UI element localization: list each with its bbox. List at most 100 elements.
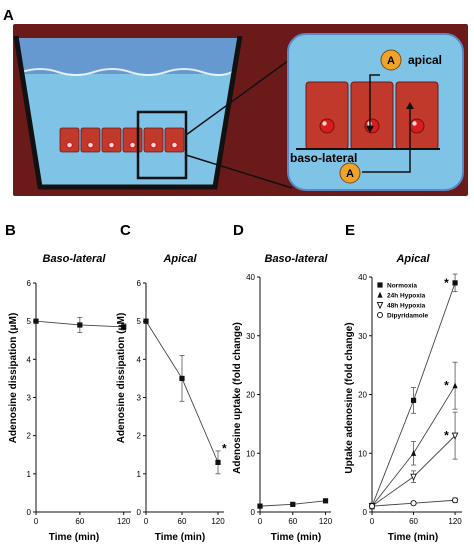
chart-e-title: Apical: [395, 253, 430, 265]
basolateral-adenosine-token: [339, 162, 361, 184]
y-tick-label: 3: [137, 394, 142, 403]
basolateral-label: baso-lateral: [290, 151, 357, 165]
chart-b-ylabel: Adenosine dissipation (μM): [8, 313, 19, 444]
data-point: [257, 503, 263, 509]
large-cell-monolayer: [305, 81, 439, 150]
large-cell-nucleus: [319, 118, 335, 134]
significance-star: *: [444, 429, 449, 443]
y-tick-label: 4: [27, 355, 32, 364]
x-tick-label: 120: [211, 517, 225, 526]
panel-label-d: D: [233, 222, 244, 239]
data-point: [33, 318, 39, 324]
small-cell: [101, 127, 122, 153]
y-tick-label: 1: [137, 470, 142, 479]
x-tick-label: 60: [409, 517, 418, 526]
small-cell-monolayer: [59, 127, 185, 153]
y-tick-label: 4: [137, 355, 142, 364]
y-tick-label: 10: [246, 449, 255, 458]
chart-e-ylabel: Uptake adenosine (fold change): [344, 322, 355, 473]
data-point: [451, 432, 459, 440]
data-point: [376, 311, 384, 319]
significance-star: *: [444, 379, 449, 393]
small-cell: [143, 127, 164, 153]
data-point: [410, 473, 417, 482]
transwell-top-medium: [16, 38, 238, 74]
panel-label-a: A: [3, 7, 14, 24]
chart-d: Baso-lateral Adenosine uptake (fold chan…: [232, 253, 333, 543]
data-point: [290, 501, 296, 507]
data-point: [215, 459, 221, 465]
x-tick-label: 0: [34, 517, 39, 526]
significance-star: *: [444, 276, 449, 290]
x-tick-label: 120: [319, 517, 333, 526]
data-point: [376, 301, 384, 310]
data-point: [77, 322, 83, 328]
y-tick-label: 30: [358, 332, 367, 341]
apical-label: apical: [408, 53, 442, 67]
y-tick-label: 20: [246, 391, 255, 400]
y-tick-label: 20: [358, 391, 367, 400]
chart-c-title: Apical: [162, 253, 197, 265]
chart-c-xlabel: Time (min): [155, 532, 205, 543]
y-tick-label: 6: [27, 279, 32, 288]
small-cell-nucleus: [149, 141, 158, 149]
y-tick-label: 10: [358, 449, 367, 458]
y-tick-label: 3: [27, 394, 32, 403]
legend-entry: Normoxia: [387, 283, 417, 290]
data-point: [179, 375, 185, 382]
large-cell: [395, 81, 439, 150]
y-tick-label: 5: [137, 317, 142, 326]
data-point: [377, 291, 383, 298]
apical-adenosine-token: [380, 49, 402, 71]
y-tick-label: 5: [27, 317, 32, 326]
chart-c: Apical Adenosine dissipation (μM) Time (…: [116, 253, 227, 543]
basolateral-adenosine-token-label: A: [346, 168, 354, 180]
apical-uptake-arrow: [369, 74, 380, 130]
data-point: [410, 500, 417, 507]
panel-label-c: C: [120, 222, 131, 239]
y-tick-label: 30: [246, 332, 255, 341]
zoom-line-top: [185, 57, 293, 136]
basolateral-arrowhead: [406, 102, 414, 109]
small-cell-nucleus: [86, 141, 95, 149]
legend-entry: 48h Hypoxia: [387, 303, 426, 310]
chart-d-title: Baso-lateral: [265, 253, 329, 265]
large-cell-nucleus: [409, 118, 425, 134]
x-tick-label: 60: [178, 517, 187, 526]
data-point: [452, 497, 459, 504]
data-point: [410, 397, 417, 403]
zoom-inset: A A apical baso-lateral: [287, 33, 464, 191]
x-tick-label: 60: [75, 517, 84, 526]
chart-e: Apical Uptake adenosine (fold change) Ti…: [344, 253, 462, 543]
chart-b-xlabel: Time (min): [49, 532, 99, 543]
data-point: [322, 498, 329, 504]
data-point: [143, 318, 149, 324]
nucleus-highlight: [412, 121, 417, 126]
x-tick-label: 0: [258, 517, 263, 526]
panel-label-e: E: [345, 222, 355, 239]
small-cell-nucleus: [107, 141, 116, 149]
zoom-line-bottom: [185, 154, 293, 189]
y-tick-label: 40: [358, 273, 367, 282]
transwell-insert: [13, 35, 293, 190]
x-tick-label: 0: [370, 517, 375, 526]
y-tick-label: 2: [137, 432, 142, 441]
small-cell-nucleus: [65, 141, 74, 149]
y-tick-label: 2: [27, 432, 32, 441]
large-cell: [305, 81, 349, 150]
chart-d-ylabel: Adenosine uptake (fold change): [232, 322, 243, 474]
small-cell-nucleus: [128, 141, 137, 149]
chart-e-xlabel: Time (min): [388, 532, 438, 543]
data-point: [377, 282, 383, 288]
legend-entry: 24h Hypoxia: [387, 293, 426, 300]
x-tick-label: 120: [117, 517, 131, 526]
apical-adenosine-token-label: A: [387, 55, 395, 67]
y-tick-label: 6: [137, 279, 142, 288]
chart-d-xlabel: Time (min): [271, 532, 321, 543]
x-tick-label: 0: [144, 517, 149, 526]
small-cell: [80, 127, 101, 153]
small-cell-nucleus: [170, 141, 179, 149]
basolateral-uptake-arrow: [362, 105, 411, 173]
schematic-panel-a: A A apical baso-lateral: [13, 24, 468, 196]
